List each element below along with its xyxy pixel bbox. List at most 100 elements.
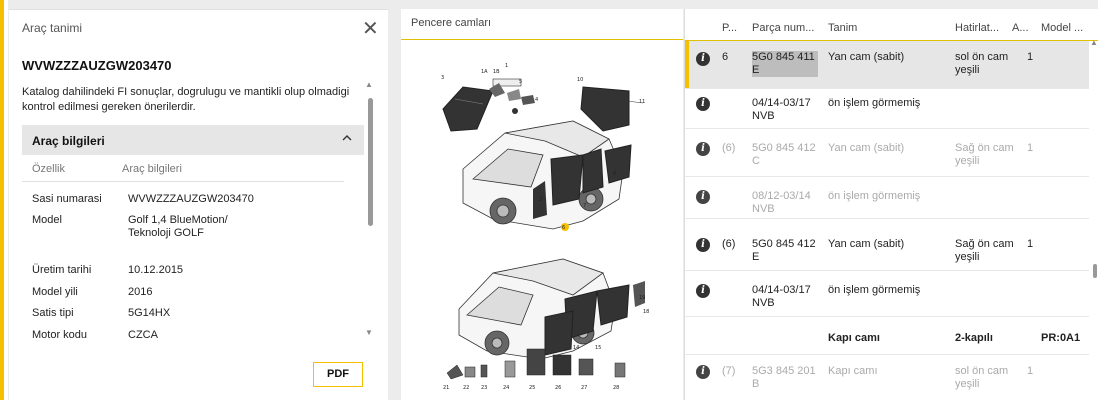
- row-description: Yan cam (sabit): [828, 142, 905, 154]
- svg-text:7: 7: [583, 203, 586, 209]
- svg-text:4: 4: [535, 97, 538, 103]
- table-row[interactable]: i (6) 5G0 845 412 C Yan cam (sabit) Sağ …: [685, 129, 1089, 177]
- scroll-up-icon[interactable]: ▲: [365, 80, 373, 89]
- table-row[interactable]: i 04/14-03/17 NVB ön işlem görmemiş: [685, 89, 1089, 129]
- info-value: 2016: [128, 286, 153, 298]
- close-icon[interactable]: ✕: [362, 18, 379, 40]
- svg-text:24: 24: [503, 385, 509, 391]
- info-value: CZCA: [128, 329, 158, 341]
- table-scrollbar-thumb[interactable]: [1093, 264, 1097, 278]
- svg-text:15: 15: [595, 345, 601, 351]
- accent-bar: [0, 0, 4, 400]
- group-model: PR:0A1: [1041, 332, 1081, 344]
- info-value: Golf 1,4 BlueMotion/ Teknoloji GOLF: [128, 214, 228, 239]
- info-icon[interactable]: i: [696, 52, 710, 66]
- row-note: Sağ ön cam yeşili: [955, 142, 1014, 167]
- svg-text:23: 23: [481, 385, 487, 391]
- pdf-button[interactable]: PDF: [313, 362, 363, 387]
- svg-text:5: 5: [519, 79, 522, 85]
- column-header-qty[interactable]: A...: [1012, 22, 1029, 34]
- info-key: Model yili: [32, 286, 78, 298]
- row-part-number[interactable]: 5G0 845 412 E: [752, 238, 816, 263]
- svg-text:19: 19: [639, 295, 645, 301]
- info-icon[interactable]: i: [696, 365, 710, 379]
- table-row[interactable]: i 6 5G0 845 411 E Yan cam (sabit) sol ön…: [685, 41, 1089, 89]
- svg-text:6: 6: [562, 225, 565, 231]
- row-part-number[interactable]: 5G0 845 412 C: [752, 142, 816, 167]
- info-icon[interactable]: i: [696, 142, 710, 156]
- column-header-position[interactable]: P...: [722, 22, 738, 34]
- row-note: sol ön cam yeşili: [955, 51, 1009, 76]
- info-key: Motor kodu: [32, 329, 88, 341]
- svg-text:21: 21: [443, 385, 449, 391]
- row-part-number: 08/12-03/14 NVB: [752, 190, 811, 215]
- title-underline: [401, 39, 683, 40]
- accent-strip: [0, 0, 8, 400]
- table-row[interactable]: i (7) 5G3 845 201 B Kapı camı sol ön cam…: [685, 355, 1089, 400]
- row-position: (6): [722, 238, 736, 250]
- row-position: 6: [722, 51, 729, 63]
- row-qty: 1: [1027, 51, 1034, 63]
- column-header-note[interactable]: Hatirlat...: [955, 22, 1000, 34]
- svg-text:27: 27: [581, 385, 587, 391]
- table-scroll-up-icon[interactable]: ▲: [1090, 38, 1098, 47]
- row-description: Yan cam (sabit): [828, 238, 905, 250]
- svg-text:14: 14: [573, 345, 579, 351]
- info-key: Üretim tarihi: [32, 264, 92, 276]
- info-icon[interactable]: i: [696, 97, 710, 111]
- scroll-down-icon[interactable]: ▼: [365, 328, 373, 337]
- row-note: sol ön cam yeşili: [955, 365, 1009, 390]
- column-divider: [22, 181, 344, 182]
- row-part-number: 04/14-03/17 NVB: [752, 284, 811, 309]
- info-icon[interactable]: i: [696, 190, 710, 204]
- svg-text:26: 26: [555, 385, 561, 391]
- info-key: Sasi numarasi: [32, 193, 102, 205]
- svg-text:10: 10: [577, 77, 583, 83]
- chevron-up-icon[interactable]: [342, 132, 352, 146]
- svg-text:11: 11: [639, 99, 645, 105]
- column-header-property: Özellik: [32, 163, 66, 175]
- table-row[interactable]: i (6) 5G0 845 412 E Yan cam (sabit) Sağ …: [685, 219, 1089, 271]
- group-name: Kapı camı: [828, 332, 880, 344]
- row-part-number: 04/14-03/17 NVB: [752, 97, 811, 122]
- svg-text:3: 3: [441, 75, 444, 81]
- disclaimer-text: Katalog dahilindeki FI sonuçlar, dogrulu…: [22, 86, 350, 113]
- svg-text:1A: 1A: [481, 69, 488, 75]
- row-part-number[interactable]: 5G3 845 201 B: [752, 365, 816, 390]
- table-row[interactable]: i 08/12-03/14 NVB ön işlem görmemiş: [685, 177, 1089, 219]
- info-value: 10.12.2015: [128, 264, 184, 276]
- row-description: ön işlem görmemiş: [828, 190, 921, 202]
- vehicle-info-section-header[interactable]: Araç bilgileri: [22, 125, 364, 155]
- scrollbar-thumb[interactable]: [368, 98, 373, 226]
- column-header-description[interactable]: Tanim: [828, 22, 858, 34]
- row-qty: 1: [1027, 142, 1034, 154]
- table-row[interactable]: i 04/14-03/17 NVB ön işlem görmemiş: [685, 271, 1089, 317]
- svg-text:18: 18: [643, 309, 649, 315]
- svg-text:1B: 1B: [493, 69, 500, 75]
- header-underline: [685, 40, 1098, 41]
- row-part-number[interactable]: 5G0 845 411 E: [752, 51, 818, 77]
- group-header-row: Kapı camı 2-kapılı PR:0A1: [685, 317, 1089, 355]
- group-note: 2-kapılı: [955, 332, 993, 344]
- svg-text:25: 25: [529, 385, 535, 391]
- row-description: ön işlem görmemiş: [828, 284, 921, 296]
- info-icon[interactable]: i: [696, 238, 710, 252]
- vehicle-info-panel: Araç tanimi ✕ WVWZZZAUZGW203470 Katalog …: [9, 9, 388, 400]
- svg-text:8: 8: [613, 171, 616, 177]
- info-value: WVWZZZAUZGW203470: [128, 193, 254, 205]
- column-header-part-number[interactable]: Parça num...: [752, 22, 815, 34]
- svg-text:2: 2: [539, 197, 542, 203]
- vin-heading: WVWZZZAUZGW203470: [22, 58, 172, 73]
- row-qty: 1: [1027, 238, 1034, 250]
- svg-text:1: 1: [505, 63, 508, 69]
- row-qty: 1: [1027, 365, 1034, 377]
- row-description: Kapı camı: [828, 365, 878, 377]
- info-icon[interactable]: i: [696, 284, 710, 298]
- panel-title: Araç tanimi: [22, 21, 83, 35]
- parts-table: P... Parça num... Tanim Hatirlat... A...…: [684, 9, 1098, 400]
- row-position: (6): [722, 142, 736, 154]
- column-header-model[interactable]: Model ...: [1041, 22, 1084, 34]
- info-value: 5G14HX: [128, 307, 171, 319]
- info-key: Satis tipi: [32, 307, 74, 319]
